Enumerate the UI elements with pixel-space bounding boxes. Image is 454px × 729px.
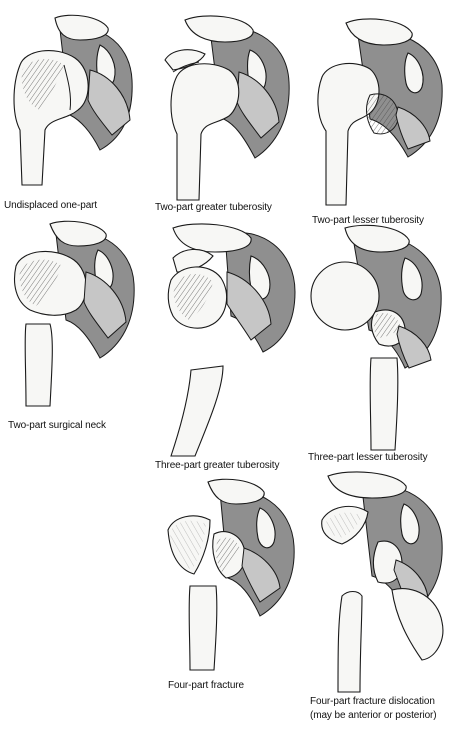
diagram-two-part-greater-tuberosity — [155, 10, 295, 200]
shoulder-illustration — [155, 220, 300, 460]
diagram-three-part-lesser-tuberosity — [305, 222, 450, 452]
shoulder-illustration — [308, 15, 448, 205]
caption-undisplaced-one-part: Undisplaced one-part — [4, 200, 97, 212]
diagram-undisplaced-one-part — [0, 10, 140, 185]
diagram-two-part-surgical-neck — [0, 218, 140, 408]
caption-two-part-surgical-neck: Two-part surgical neck — [8, 420, 106, 432]
shoulder-illustration — [305, 222, 450, 452]
caption-three-part-lesser-tuberosity: Three-part lesser tuberosity — [308, 452, 427, 464]
caption-four-part-fracture-dislocation-line1: Four-part fracture dislocation — [310, 696, 454, 708]
shoulder-illustration — [308, 470, 450, 695]
diagram-two-part-lesser-tuberosity — [308, 15, 448, 205]
diagram-four-part-fracture — [160, 478, 300, 673]
diagram-four-part-fracture-dislocation — [308, 470, 450, 695]
shoulder-illustration — [0, 218, 140, 408]
diagram-three-part-greater-tuberosity — [155, 220, 300, 460]
caption-three-part-greater-tuberosity: Three-part greater tuberosity — [155, 460, 279, 472]
caption-two-part-greater-tuberosity: Two-part greater tuberosity — [155, 202, 272, 214]
caption-four-part-fracture: Four-part fracture — [168, 680, 244, 692]
shoulder-illustration — [0, 10, 140, 185]
shoulder-illustration — [160, 478, 300, 673]
caption-four-part-fracture-dislocation-line2: (may be anterior or posterior) — [310, 710, 454, 722]
shoulder-illustration — [155, 10, 295, 200]
